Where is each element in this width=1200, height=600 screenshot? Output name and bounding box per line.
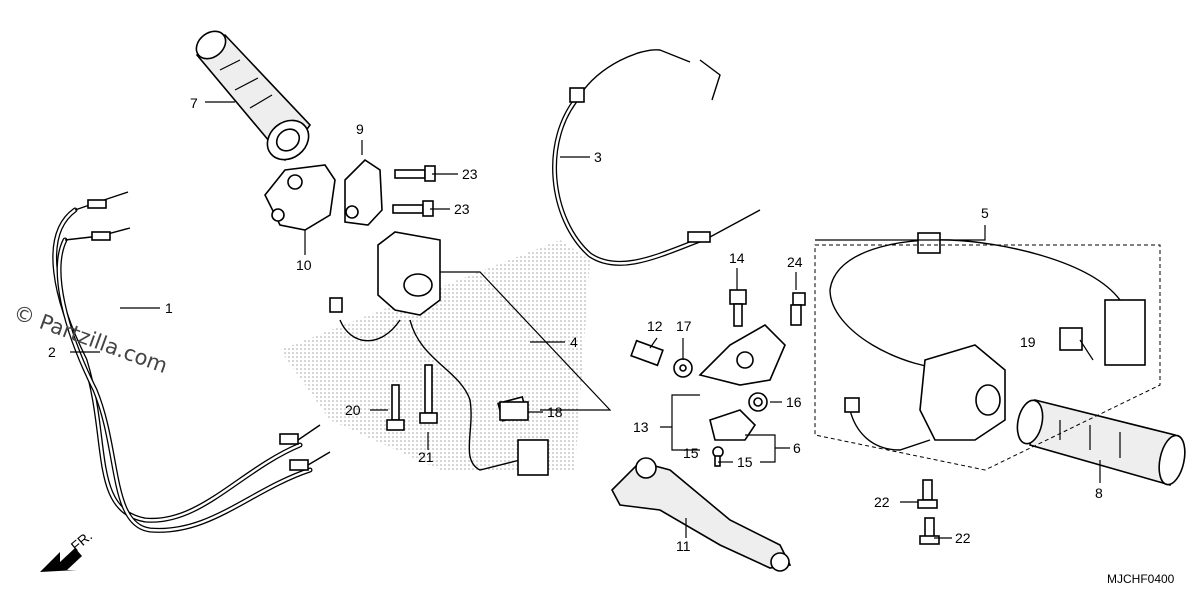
grommet-18[interactable] (499, 401, 529, 421)
callout-13: 13 (633, 419, 649, 435)
bolt-14[interactable] (729, 289, 747, 327)
right-grip-part[interactable] (1014, 398, 1189, 487)
callout-10: 10 (296, 257, 312, 273)
group-box-5 (814, 244, 1161, 471)
throttle-housing-part[interactable] (264, 158, 383, 231)
screw-24[interactable] (790, 292, 806, 326)
callout-3: 3 (594, 149, 602, 165)
callout-23-upper: 23 (462, 166, 478, 182)
callout-5: 5 (981, 205, 989, 221)
clutch-lever-part[interactable] (611, 457, 792, 572)
callout-22-lower: 22 (955, 530, 971, 546)
callout-24: 24 (787, 254, 803, 270)
screw-23-upper[interactable] (394, 165, 436, 182)
callout-8: 8 (1095, 485, 1103, 501)
screw-22-upper[interactable] (917, 479, 938, 509)
direction-label: FR. (68, 528, 96, 555)
grommet-19[interactable] (1059, 327, 1083, 351)
callout-17: 17 (676, 318, 692, 334)
callout-15-right: 15 (737, 454, 753, 470)
callout-7: 7 (190, 95, 198, 111)
callout-labels: 7 9 23 23 10 1 2 3 4 5 19 8 20 21 18 14 … (48, 95, 1103, 554)
front-direction-arrow: FR. (40, 528, 95, 572)
callout-22-upper: 22 (874, 494, 890, 510)
bolt-20[interactable] (386, 384, 405, 431)
callout-23-lower: 23 (454, 201, 470, 217)
callout-11: 11 (676, 538, 691, 554)
callout-21: 21 (418, 449, 434, 465)
callout-14: 14 (729, 250, 745, 266)
left-switch-part[interactable] (329, 231, 549, 476)
bolt-21[interactable] (419, 364, 438, 424)
callout-20: 20 (345, 402, 361, 418)
callout-9: 9 (356, 121, 364, 137)
washer-17[interactable] (673, 358, 693, 378)
callout-6: 6 (793, 440, 801, 456)
throttle-grip-part[interactable] (191, 26, 316, 168)
nut-16[interactable] (748, 392, 768, 412)
callout-1: 1 (165, 300, 173, 316)
right-switch-part[interactable] (829, 232, 1146, 451)
callout-18: 18 (547, 404, 563, 420)
lever-bracket-part[interactable] (698, 324, 786, 386)
clutch-switch-6[interactable] (709, 409, 757, 441)
throttle-cables-part[interactable] (52, 191, 331, 533)
diagram-code: MJCHF0400 (1107, 572, 1175, 586)
leader-lines (70, 101, 1101, 539)
callout-4: 4 (570, 334, 578, 350)
watermark: © Partzilla.com (10, 300, 170, 378)
adjuster-12[interactable] (630, 339, 664, 367)
callout-16: 16 (786, 394, 802, 410)
callout-15-left: 15 (683, 445, 699, 461)
screw-23-lower[interactable] (392, 200, 434, 217)
callout-2: 2 (48, 344, 56, 360)
screw-15[interactable] (712, 446, 724, 467)
clutch-cable-part[interactable] (552, 49, 761, 266)
screw-22-lower[interactable] (919, 517, 940, 545)
callout-12: 12 (647, 318, 663, 334)
callout-19: 19 (1020, 334, 1036, 350)
